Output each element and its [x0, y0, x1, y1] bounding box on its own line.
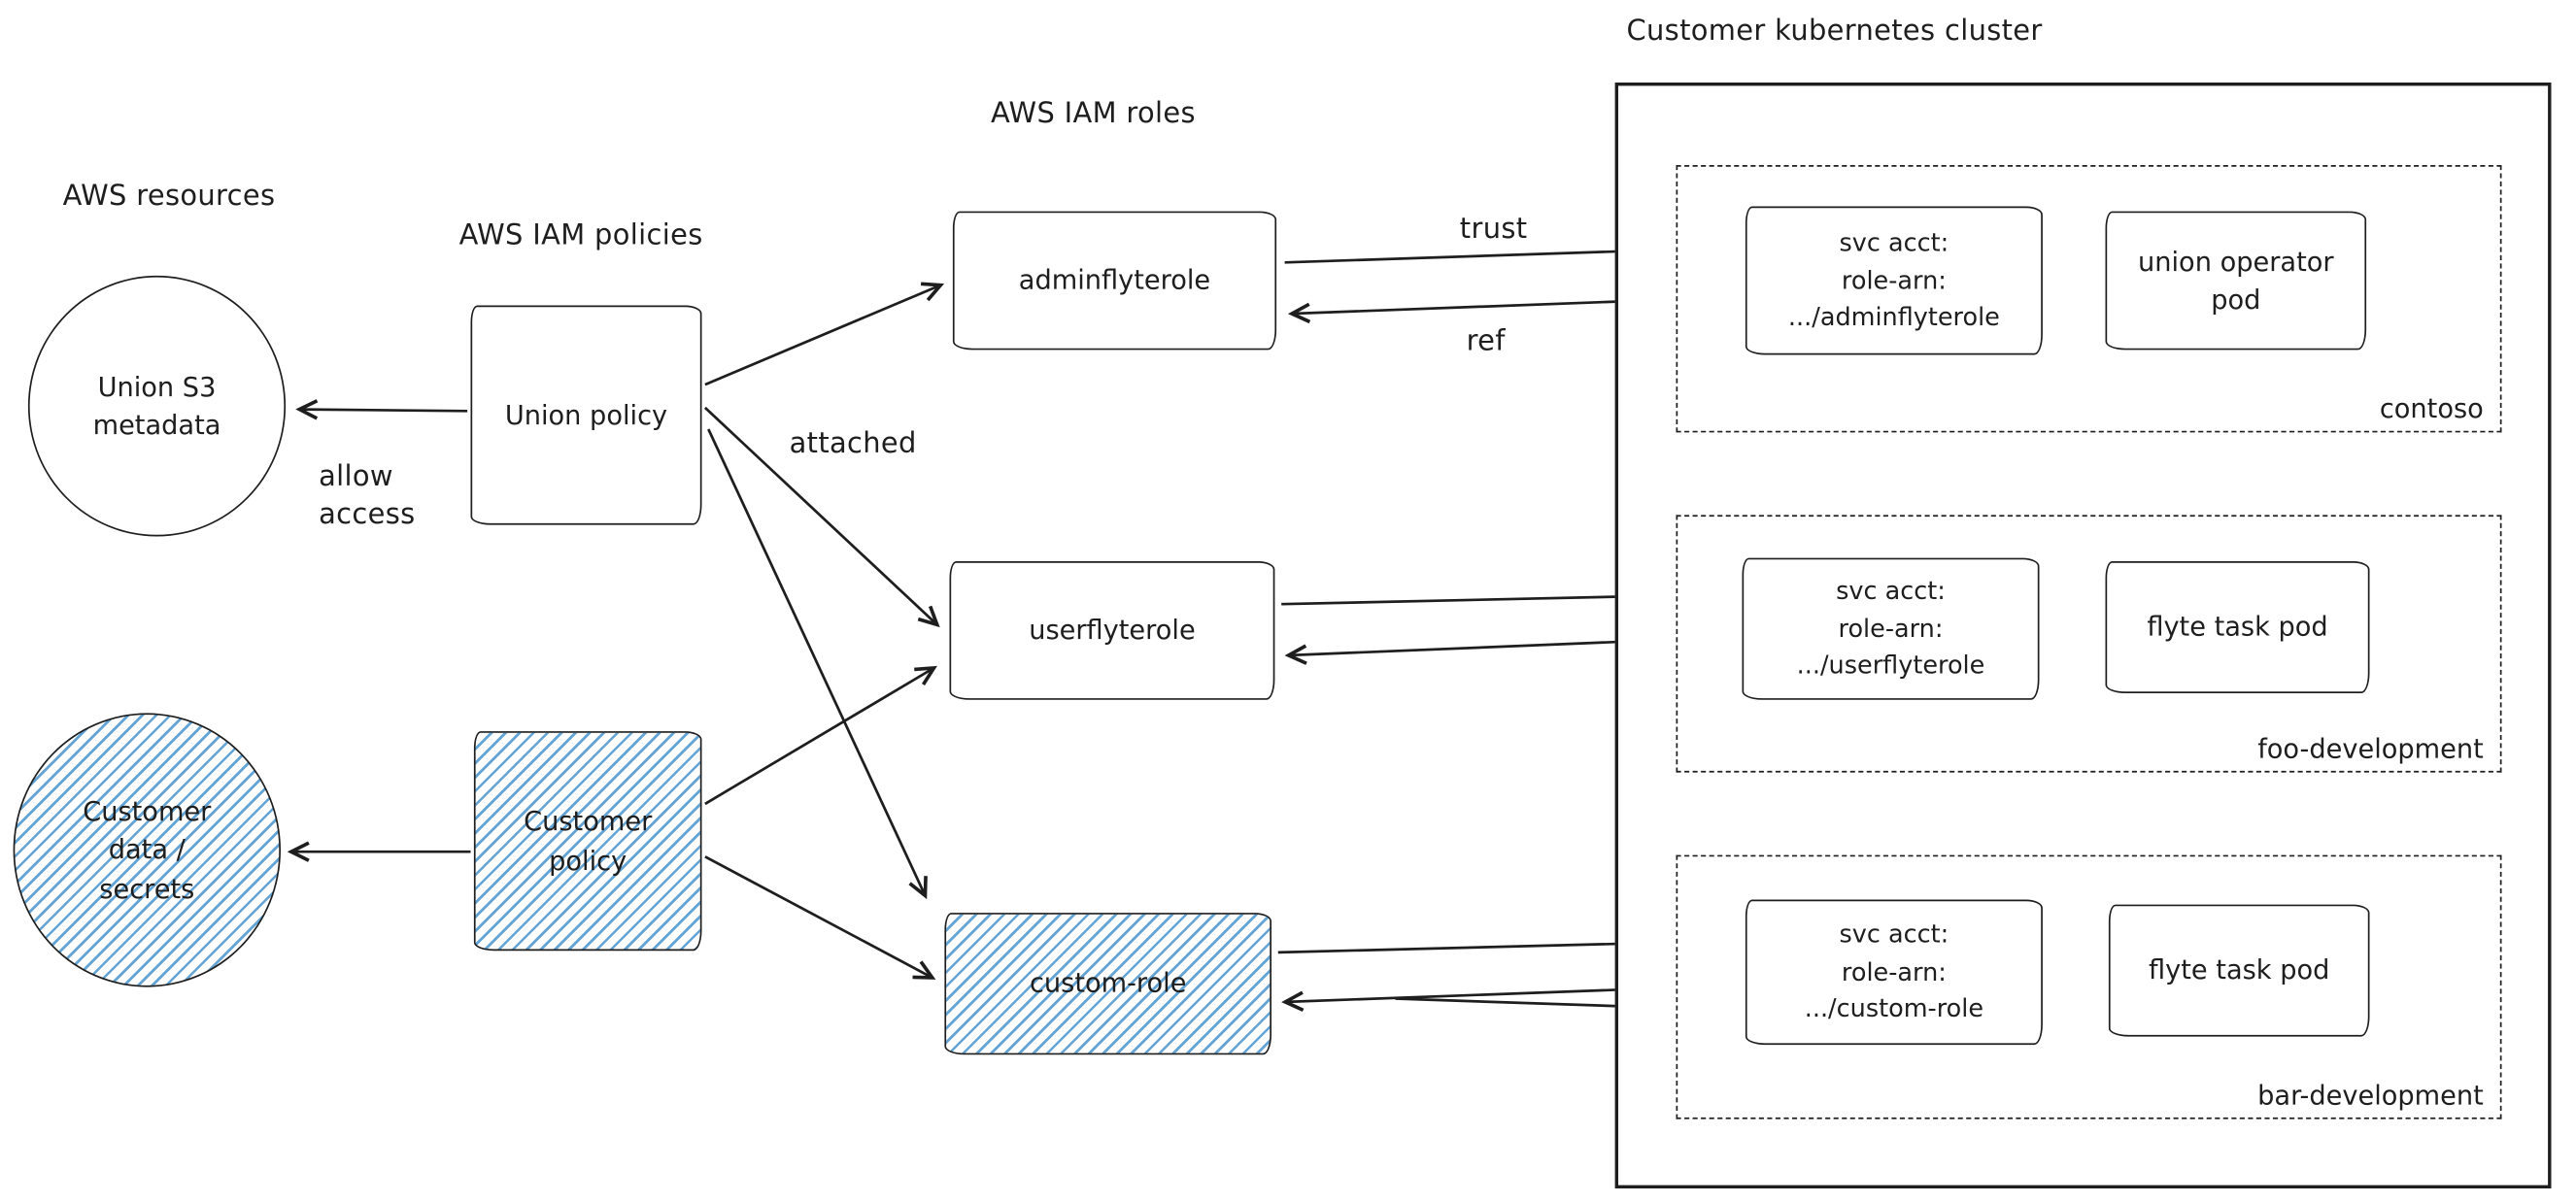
- label-attached: attached: [789, 427, 917, 461]
- node-customer-policy-label: Customer policy: [524, 806, 653, 876]
- node-customer-policy: Customer policy: [473, 731, 702, 952]
- namespace-bar-development-label: bar-development: [2257, 1079, 2484, 1112]
- node-svc-acct-adminflyterole: svc acct: role-arn: .../adminflyterole: [1745, 206, 2043, 355]
- label-cluster-title: Customer kubernetes cluster: [1626, 15, 2043, 49]
- node-union-policy: Union policy: [470, 305, 702, 525]
- node-custom-role: custom-role: [944, 913, 1271, 1055]
- node-custom-role-label: custom-role: [1029, 967, 1187, 1000]
- arrow-customer-policy-to-userflyterole: [704, 665, 937, 806]
- node-union-s3-label: Union S3 metadata: [92, 371, 221, 441]
- svc-acct-custom-role-label: svc acct: role-arn: .../custom-role: [1804, 919, 1984, 1024]
- label-aws-iam-policies: AWS IAM policies: [458, 219, 703, 253]
- label-aws-resources: AWS resources: [62, 180, 276, 214]
- node-union-operator-pod: union operator pod: [2105, 211, 2367, 351]
- namespace-contoso: contoso: [1676, 165, 2502, 433]
- node-userflyterole: userflyterole: [949, 561, 1275, 700]
- node-flyte-task-pod-foo: flyte task pod: [2105, 561, 2370, 693]
- label-trust: trust: [1459, 213, 1528, 247]
- arrow-union-policy-to-union-s3: [295, 399, 468, 420]
- union-operator-pod-label: union operator pod: [2138, 245, 2334, 316]
- node-adminflyterole: adminflyterole: [952, 211, 1277, 351]
- namespace-foo-development-label: foo-development: [2257, 732, 2484, 765]
- node-customer-data-label: Customer data / secrets: [83, 795, 212, 904]
- namespace-foo-development: foo-development: [1676, 515, 2502, 773]
- namespace-contoso-label: contoso: [2379, 392, 2484, 424]
- node-svc-acct-custom-role: svc acct: role-arn: .../custom-role: [1745, 899, 2043, 1046]
- arrow-customer-policy-to-custom-role: [704, 855, 936, 980]
- node-union-policy-label: Union policy: [504, 399, 668, 431]
- node-svc-acct-userflyterole: svc acct: role-arn: .../userflyterole: [1742, 557, 2040, 700]
- flyte-task-pod-foo-label: flyte task pod: [2147, 611, 2328, 643]
- node-userflyterole-label: userflyterole: [1029, 615, 1196, 647]
- label-ref: ref: [1466, 324, 1506, 358]
- node-adminflyterole-label: adminflyterole: [1018, 264, 1211, 296]
- flyte-task-pod-bar-label: flyte task pod: [2149, 954, 2330, 986]
- arrow-union-policy-to-custom-role: [707, 428, 928, 900]
- arrow-union-policy-to-adminflyterole: [704, 282, 945, 386]
- node-flyte-task-pod-bar: flyte task pod: [2108, 904, 2370, 1037]
- svc-acct-userflyterole-label: svc acct: role-arn: .../userflyterole: [1796, 576, 1985, 681]
- label-allow-access: allow access: [319, 460, 416, 532]
- node-union-s3-metadata: Union S3 metadata: [27, 275, 287, 537]
- namespace-bar-development: bar-development: [1676, 854, 2502, 1119]
- label-aws-iam-roles: AWS IAM roles: [991, 97, 1196, 131]
- svc-acct-adminflyterole-label: svc acct: role-arn: .../adminflyterole: [1787, 228, 2000, 333]
- arrow-union-policy-to-userflyterole: [703, 406, 940, 628]
- node-customer-data-secrets: Customer data / secrets: [13, 713, 281, 987]
